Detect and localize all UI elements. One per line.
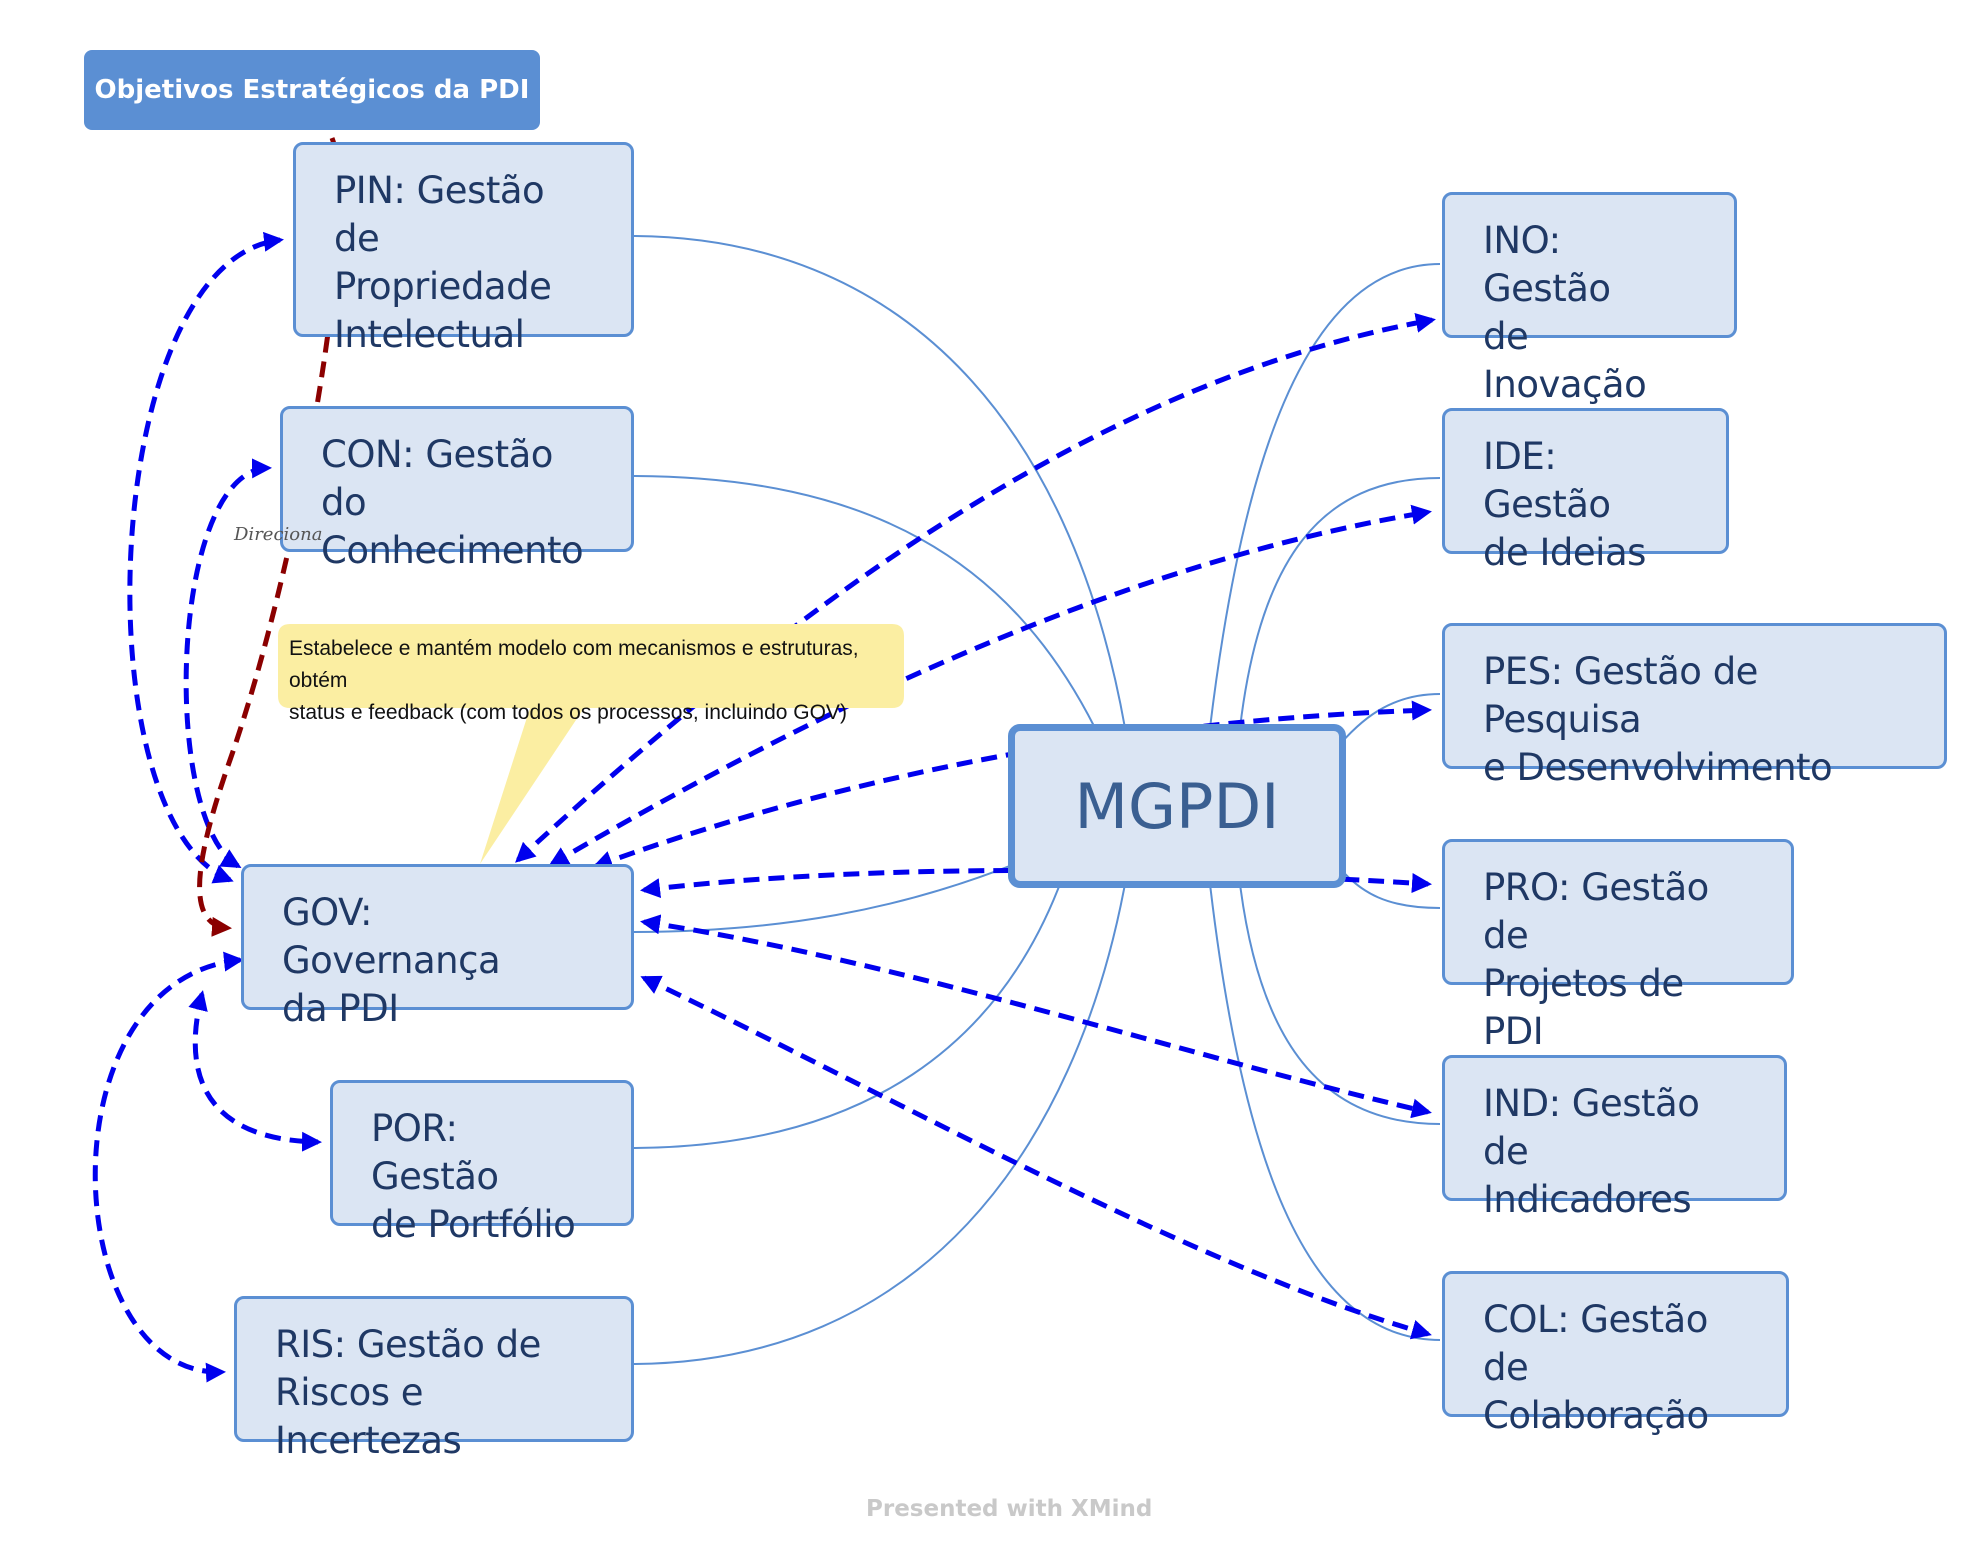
relation-gov-con [183,458,272,869]
relationship-label-direciona[interactable]: Direciona [234,524,323,545]
central-topic-text: MGPDI [1074,769,1280,843]
presented-with-footer: Presented with XMind [866,1496,1153,1522]
topic-ris[interactable]: RIS: Gestão de Riscos e Incertezas [234,1296,634,1462]
branch-line-gov [629,861,1021,933]
topic-ide[interactable]: IDE: Gestão de Ideias [1442,408,1729,574]
topic-ino[interactable]: INO: Gestão de Inovação [1442,192,1737,406]
topic-ind[interactable]: IND: Gestão de Indicadores [1442,1055,1787,1221]
branch-line-ind [1239,883,1441,1125]
relation-gov-pin [127,231,284,884]
topic-pin[interactable]: PIN: Gestão de Propriedade Intelectual [293,142,634,356]
relation-gov-ris [92,951,244,1383]
strategic-objectives-label[interactable]: Objetivos Estratégicos da PDI [84,50,540,130]
branch-line-pes [1334,693,1441,751]
topic-con[interactable]: CON: Gestão do Conhecimento [280,406,634,572]
topic-col[interactable]: COL: Gestão de Colaboração [1442,1271,1789,1437]
topic-pro[interactable]: PRO: Gestão de Projetos de PDI [1442,839,1794,1053]
callout-text: Estabelece e mantém modelo com mecanismo… [289,637,859,724]
branch-line-ino [1209,263,1441,729]
branch-line-col [1209,883,1441,1341]
central-topic[interactable]: MGPDI [1008,724,1346,888]
topic-pes[interactable]: PES: Gestão de Pesquisa e Desenvolviment… [1442,623,1947,789]
topic-gov[interactable]: GOV: Governança da PDI [241,864,634,1030]
relation-gov-ind [640,914,1432,1119]
topic-por[interactable]: POR: Gestão de Portfólio [330,1080,634,1246]
branch-line-ris [629,883,1126,1365]
relation-gov-pes [592,700,1432,870]
relation-gov-col [640,975,1432,1340]
strategic-objectives-text: Objetivos Estratégicos da PDI [94,75,530,105]
branch-line-por [629,883,1061,1149]
callout-balloon [278,624,904,864]
